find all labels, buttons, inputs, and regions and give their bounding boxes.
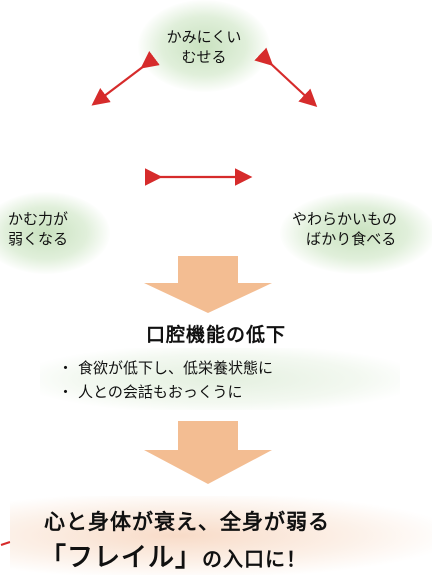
node-top: かみにくい むせる (156, 27, 252, 67)
left-node-glow (0, 192, 110, 274)
red-mark (0, 541, 11, 546)
bullet-text: 食欲が低下し、低栄養状態に (78, 359, 274, 377)
big-arrow-down-1 (144, 256, 272, 313)
node-right-line2: ばかり食べる (306, 230, 397, 248)
arrow-top-left (91, 51, 160, 106)
bullets-glow (40, 348, 400, 410)
node-top-line2: むせる (181, 48, 227, 66)
bullet-marker: ・ (58, 383, 74, 401)
node-top-line1: かみにくい (166, 28, 242, 46)
bullet-item: ・食欲が低下し、低栄養状態に (58, 356, 273, 380)
frail-label: 「フレイル」 (40, 543, 203, 573)
node-left-line2: 弱くなる (8, 230, 69, 248)
right-node-glow (280, 192, 432, 274)
bullet-marker: ・ (58, 359, 74, 377)
node-left-line1: かむ力が (8, 210, 69, 228)
node-left: かむ力が 弱くなる (8, 209, 68, 249)
node-right-line1: やわらかいもの (292, 210, 398, 228)
conclusion-line1: 心と身体が衰え、全身が弱る (44, 510, 330, 534)
frail-suffix: の入口に！ (202, 547, 308, 571)
big-arrow-down-2 (144, 421, 272, 484)
top-node-glow (138, 0, 270, 92)
conclusion-line2: 「フレイル」の入口に！ (40, 537, 307, 574)
bullet-item: ・人との会話もおっくうに (58, 380, 273, 404)
bullet-text: 人との会話もおっくうに (78, 383, 243, 401)
arrow-top-right (254, 47, 318, 107)
result-bullets: ・食欲が低下し、低栄養状態に ・人との会話もおっくうに (58, 356, 273, 404)
node-right: やわらかいもの ばかり食べる (292, 209, 397, 249)
conclusion-glow (10, 496, 432, 575)
oral-function-heading: 口腔機能の低下 (145, 324, 286, 346)
